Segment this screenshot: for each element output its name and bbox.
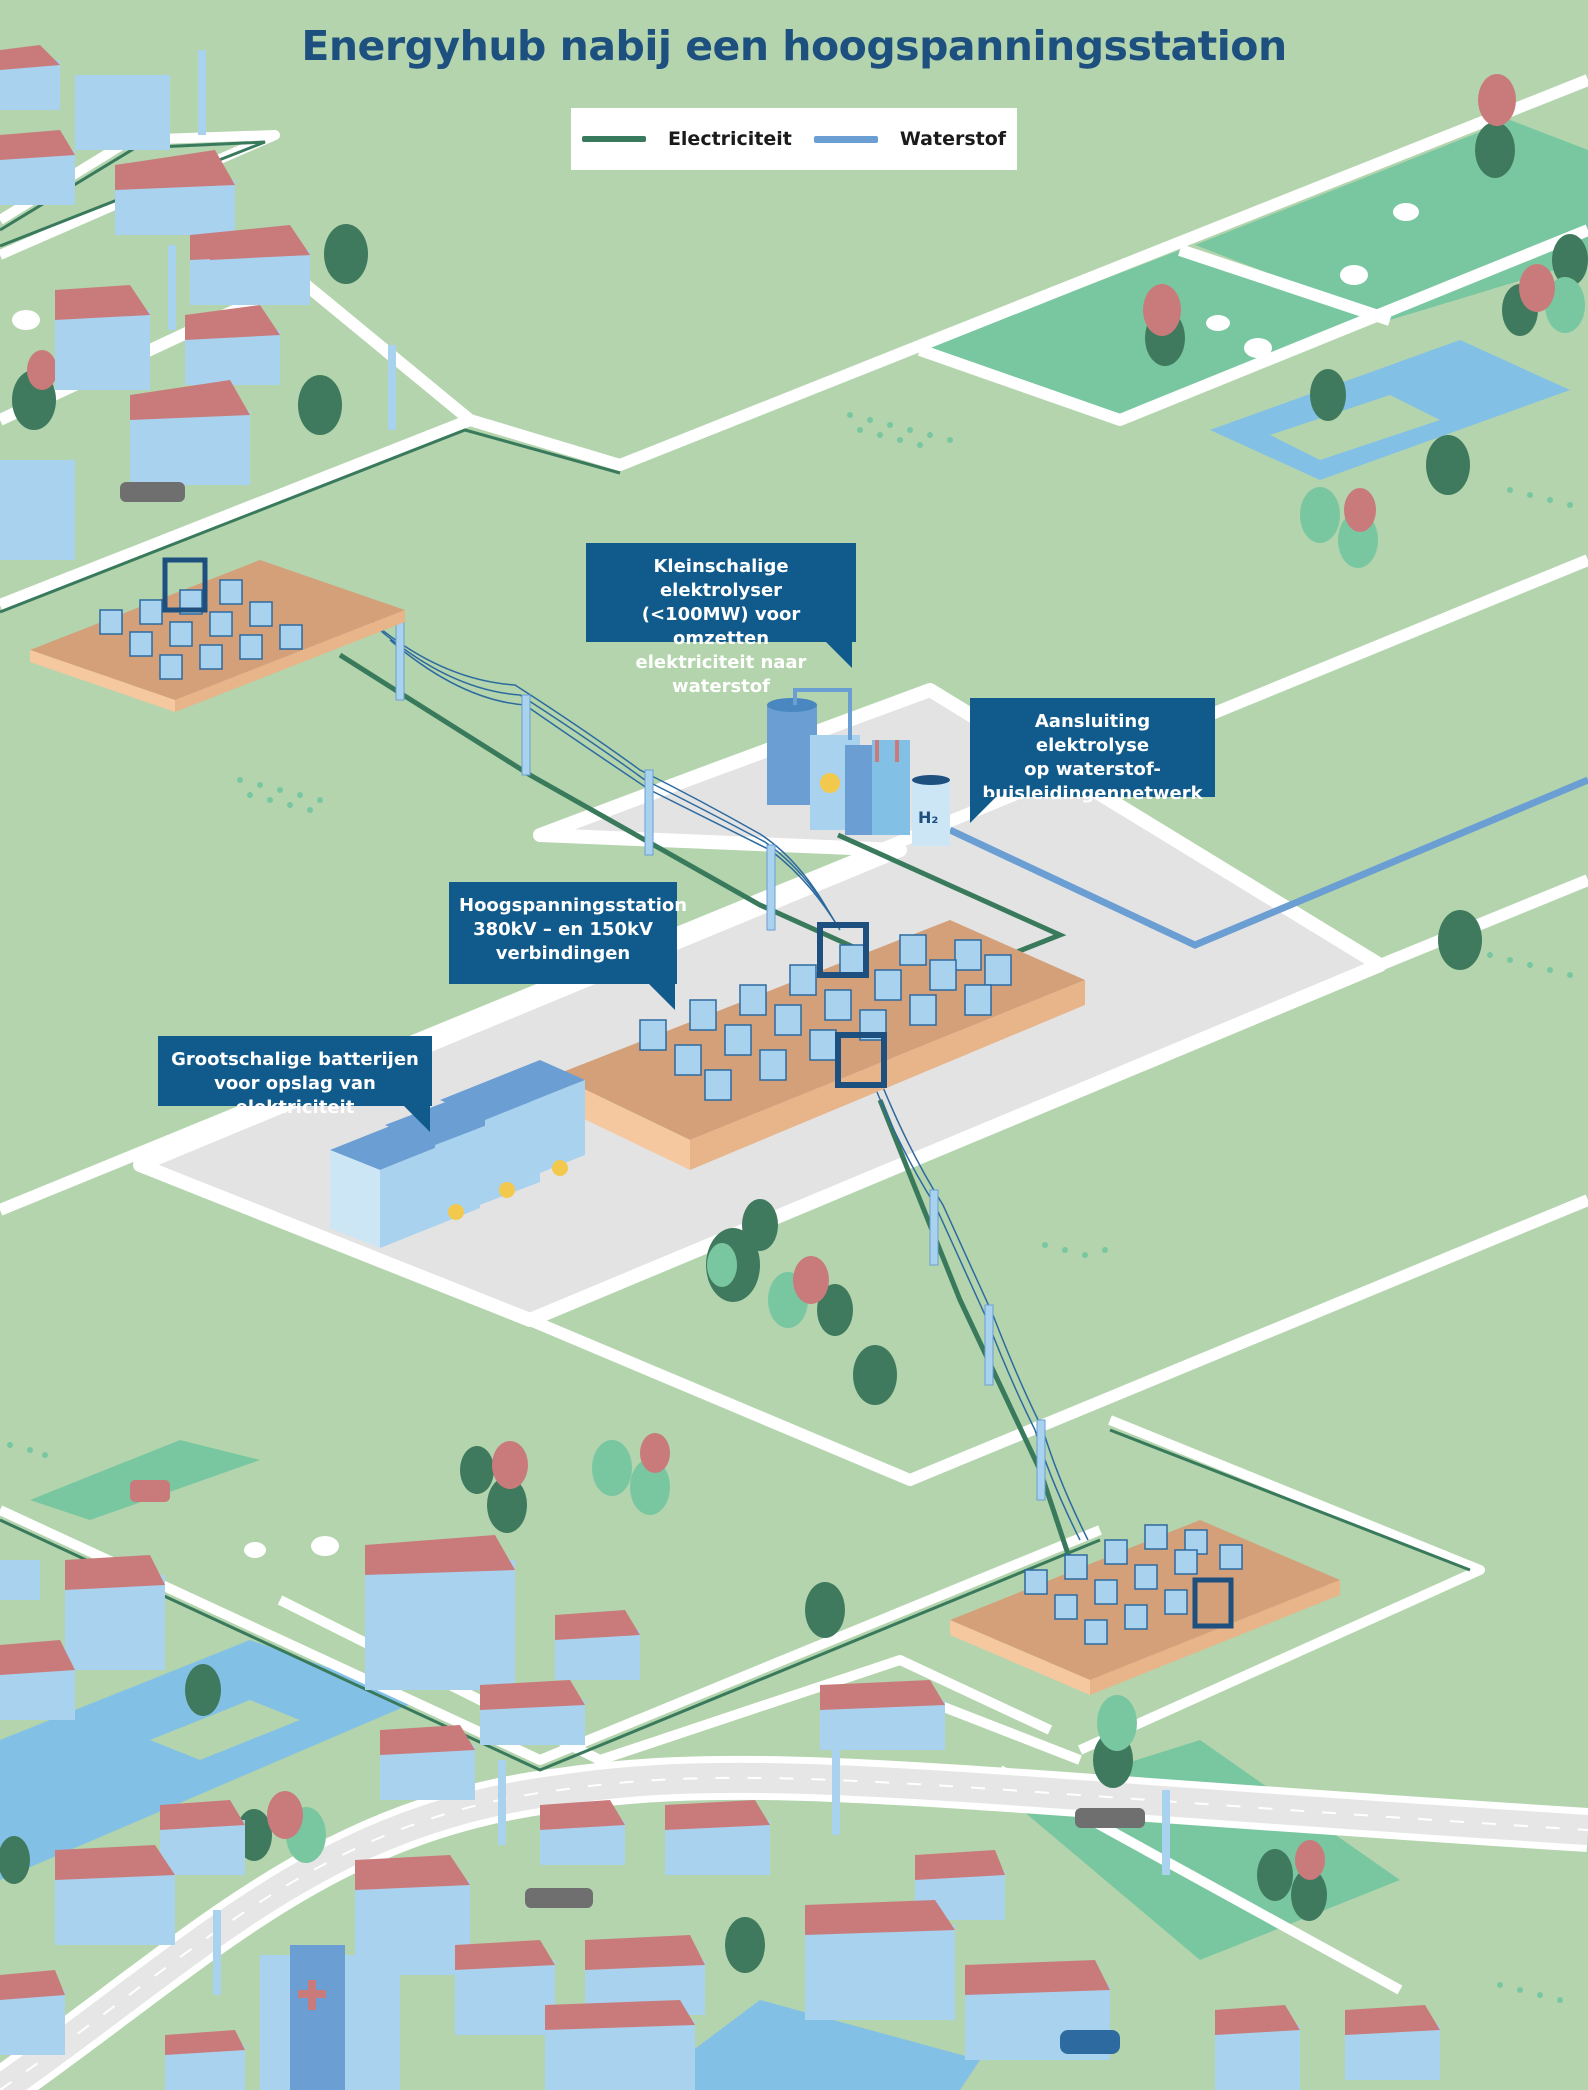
battery-buildings [330, 1060, 585, 1248]
electricity-line-swatch [581, 136, 646, 142]
legend: Electriciteit Waterstof [571, 108, 1017, 170]
substation-main [555, 920, 1085, 1170]
pylons [395, 619, 1046, 1501]
substation-small-bottom [950, 1520, 1340, 1695]
crop-dots [7, 242, 1573, 2003]
trees [0, 74, 1588, 1973]
legend-item-electricity: Electriciteit [581, 128, 792, 150]
page-title: Energyhub nabij een hoogspanningsstation [301, 22, 1287, 70]
hydrogen-line-swatch [813, 135, 878, 143]
legend-electricity-label: Electriciteit [667, 128, 792, 150]
legend-item-hydrogen: Waterstof [813, 128, 1007, 150]
h2-tank-label: H₂ [918, 808, 939, 827]
electrolyser [767, 688, 950, 846]
callout-electrolyser: Kleinschalige elektrolyser (<100MW) voor… [586, 543, 856, 697]
callout-substation-text: Hoogspanningsstation 380kV – en 150kV ve… [459, 895, 688, 964]
canal [0, 1640, 980, 2090]
callout-substation: Hoogspanningsstation 380kV – en 150kV ve… [449, 882, 688, 1010]
callout-pipeline-text: Aansluiting elektrolyse op waterstof- bu… [982, 711, 1203, 804]
sheep [12, 203, 1419, 1558]
cars [120, 482, 1145, 2054]
callout-batteries: Grootschalige batterijen voor opslag van… [158, 1036, 432, 1132]
callout-batteries-text: Grootschalige batterijen voor opslag van… [171, 1049, 419, 1118]
callout-electrolyser-text: Kleinschalige elektrolyser (<100MW) voor… [635, 556, 807, 697]
hydrogen-pipeline [948, 776, 1588, 949]
houses [0, 45, 1440, 2090]
legend-hydrogen-label: Waterstof [899, 128, 1007, 150]
substation-small-top [30, 557, 405, 712]
street-lamps [168, 50, 1170, 1995]
roads [0, 74, 1588, 1995]
callout-pipeline: Aansluiting elektrolyse op waterstof- bu… [970, 698, 1215, 823]
